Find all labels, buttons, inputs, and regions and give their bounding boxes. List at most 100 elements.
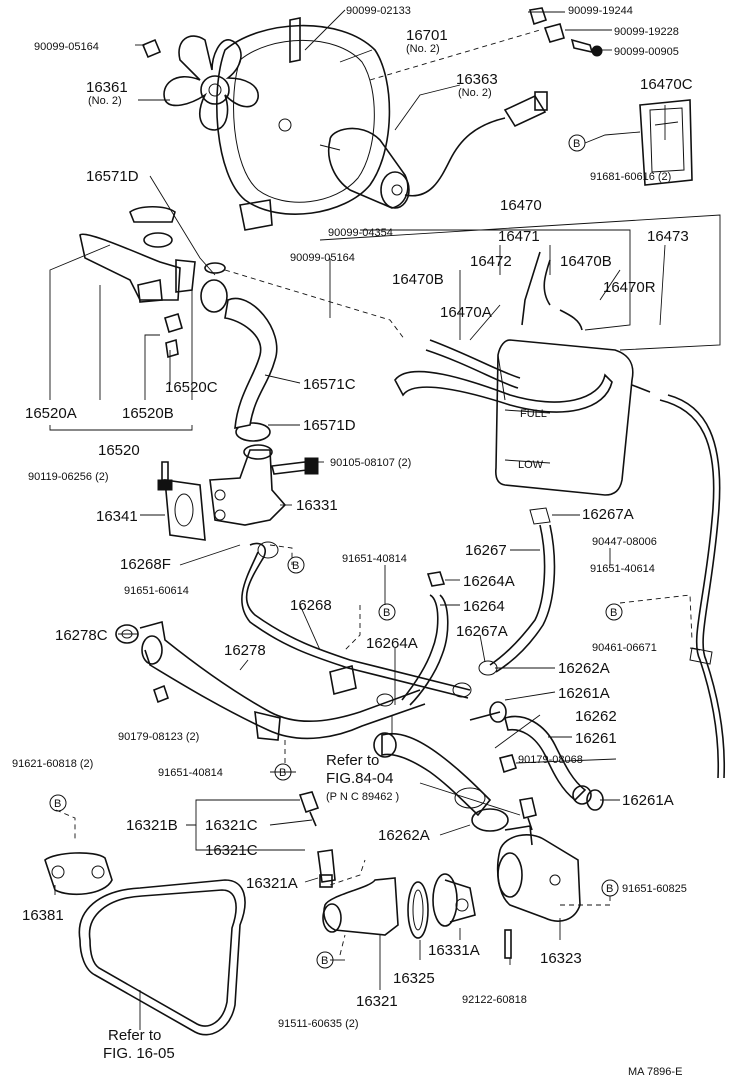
bolt-90099-00905 [570,38,603,57]
label-90099-04354: 90099-04354 [328,227,393,239]
sensor-89462-ref [519,797,537,831]
water-inlet-housing-16323 [496,825,581,922]
upper-hose-16571c [224,297,278,429]
svg-text:B: B [573,138,580,150]
label-90099-00905: 90099-00905 [614,46,679,58]
label-90119-06256: 90119-06256 (2) [28,471,109,483]
small-parts-16520b-c [164,312,183,359]
reservoir-strap-16470a [394,370,613,413]
fan-shroud [216,17,391,231]
b-marker-91651-40814-bot: B [274,763,292,781]
label-91651-60825: 91651-60825 [622,883,687,895]
label-16331a: 16331A [428,942,480,959]
label-16571c: 16571C [303,376,356,393]
sensor-16321a [317,849,336,888]
bolt-90105-08107 [271,457,319,475]
label-16470c: 16470C [640,76,693,93]
label-16470b-right: 16470B [560,253,612,270]
label-16268f: 16268F [120,556,171,573]
label-91651-40814-bot: 91651-40814 [158,767,223,779]
clip-16264a-top [426,571,446,587]
clamp-16262a [454,787,509,832]
label-90099-05164-mid: 90099-05164 [290,252,355,264]
label-16261a-bot: 16261A [622,792,674,809]
label-16262: 16262 [575,708,617,725]
stud-92122-60818 [504,929,512,959]
reservoir-hoses-16470b [425,251,583,389]
label-16520: 16520 [98,442,140,459]
label-16520b: 16520B [122,405,174,422]
label-16325: 16325 [393,970,435,987]
svg-text:B: B [383,607,390,619]
label-16278: 16278 [224,642,266,659]
label-16470a: 16470A [440,304,492,321]
label-16268: 16268 [290,597,332,614]
label-16321a: 16321A [246,875,298,892]
refer-to-label-2: Refer to [108,1027,161,1044]
hose-16261 [504,715,592,805]
hose-16268 [241,541,471,699]
label-16571d-mid: 16571D [303,417,356,434]
fan-blade-assembly [163,35,259,131]
reservoir-tank-16470: FULL LOW [495,339,651,496]
label-16261: 16261 [575,730,617,747]
label-16471: 16471 [498,228,540,245]
water-pipe-16278 [139,620,426,741]
label-16571d-top: 16571D [86,168,139,185]
leader-lines [49,9,721,1030]
svg-text:B: B [279,767,286,779]
label-16472: 16472 [470,253,512,270]
b-marker-91511-60635: B [316,951,334,969]
label-91621-60818: 91621-60818 (2) [12,758,93,770]
label-92122-60818: 92122-60818 [462,994,527,1006]
label-16267a-mid: 16267A [456,623,508,640]
label-91651-60614: 91651-60614 [124,585,189,597]
sleeve-90099-19228 [543,23,565,43]
diagram-code: MA 7896-E [628,1066,682,1078]
b-marker-91651-40614: B [605,603,623,621]
svg-text:B: B [292,560,299,572]
label-16470b-left: 16470B [392,271,444,288]
label-90099-05164-top: 90099-05164 [34,41,99,53]
nut-90179-08123 [153,684,169,704]
gasket-16325 [407,881,429,939]
hose-16264 [401,594,449,706]
label-16473: 16473 [647,228,689,245]
label-16381: 16381 [22,907,64,924]
fig-84-04-label: FIG.84-04 [326,770,394,787]
bolt-90119-06256 [157,461,173,491]
sensor-16321b [298,791,320,827]
part-labels: 90099-02133 90099-19244 90099-19228 9009… [12,5,693,1078]
label-16520a: 16520A [25,405,77,422]
b-marker-91681: B [568,134,586,152]
svg-text:B: B [610,607,617,619]
label-16262a-bot: 16262A [378,827,430,844]
label-16321c-2: 16321C [205,842,258,859]
label-16264a-mid: 16264A [366,635,418,652]
svg-text:B: B [606,883,613,895]
water-outlet-16520 [79,205,196,303]
assembly-dash-lines [55,29,693,956]
clamps-16571d [200,262,271,442]
b-marker-91651-60614: B [287,556,305,574]
water-inlet-16331 [209,444,287,526]
hose-16262 [373,711,501,817]
overflow-hose-90447-08006 [659,394,726,779]
label-16267: 16267 [465,542,507,559]
label-16261a-top: 16261A [558,685,610,702]
svg-text:B: B [321,955,328,967]
label-90179-08068: 90179-08068 [518,754,583,766]
label-90099-02133: 90099-02133 [346,5,411,17]
fan-motor-wiring [404,91,548,197]
label-90099-19228: 90099-19228 [614,26,679,38]
fig-16-05-label: FIG. 16-05 [103,1045,175,1062]
label-16701: 16701 [406,27,448,44]
label-16323: 16323 [540,950,582,967]
label-16341: 16341 [96,508,138,525]
label-91651-40614: 91651-40614 [590,563,655,575]
pnc-89462-label: (P N C 89462 ) [326,791,399,803]
label-90105-08107: 90105-08107 (2) [330,457,411,469]
label-90179-08123: 90179-08123 (2) [118,731,199,743]
label-16278c: 16278C [55,627,108,644]
